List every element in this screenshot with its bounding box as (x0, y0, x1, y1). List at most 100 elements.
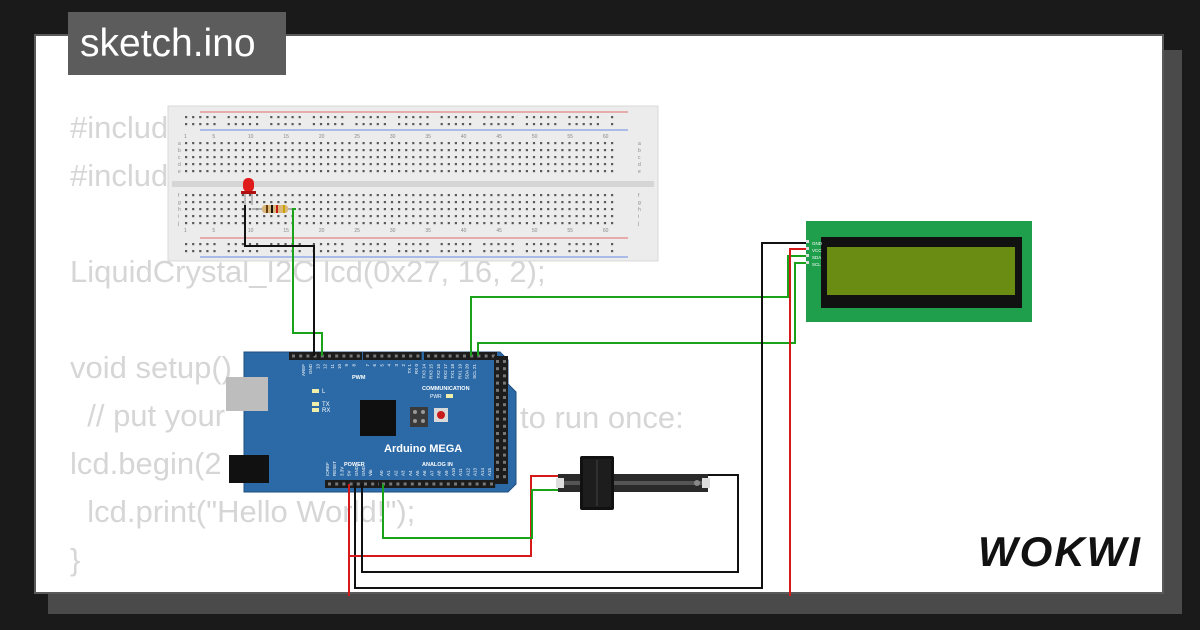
pin-label: 10 (337, 364, 342, 370)
wokwi-logo: WOKWI (978, 528, 1142, 575)
breadboard-column-number: 20 (319, 228, 325, 234)
breadboard-row-letter: f (638, 193, 640, 199)
lcd-pin-label: SDA (812, 255, 821, 260)
arduino-mega[interactable]: L TX RX PWR Arduino MEGA PWM COMMUNICATI… (226, 351, 517, 493)
pin-label: IOREF (325, 462, 330, 476)
pin-label: AREF (301, 364, 306, 376)
pin-label: SDA 20 (465, 364, 470, 380)
breadboard-column-number: 10 (248, 228, 254, 234)
pin-label: 5V (347, 470, 352, 476)
pin-label: 13 (315, 364, 320, 370)
lcd-pin-label: VCC (812, 248, 822, 253)
breadboard-column-number: 45 (496, 134, 502, 140)
pin-label: 5 (379, 364, 384, 367)
lcd-display[interactable]: GND VCC SDA SCL (806, 221, 1032, 322)
breadboard-row-letter: i (178, 214, 179, 220)
wire-green (470, 255, 806, 356)
code-line: #include (70, 110, 186, 145)
lcd-pin-labels: GND VCC SDA SCL (812, 241, 823, 267)
wire-red (789, 248, 806, 596)
code-line: lcd.begin(2 (70, 446, 222, 481)
analog-in-label: ANALOG IN (422, 462, 453, 468)
wire-green (382, 484, 558, 539)
pwr-label: PWR (430, 394, 442, 400)
wire-green (292, 208, 323, 356)
lcd-pin-label: GND (812, 241, 823, 246)
breadboard-row-letter: a (638, 141, 641, 147)
code-fragment: to run once: (520, 400, 684, 435)
pin-label: A0 (379, 470, 384, 476)
breadboard-column-number: 55 (567, 134, 573, 140)
pin-label: A1 (386, 470, 391, 476)
breadboard-column-number: 20 (319, 134, 325, 140)
pin-label: SCL 21 (472, 364, 477, 379)
pin-label: 3 (394, 364, 399, 367)
communication-label: COMMUNICATION (422, 386, 470, 392)
breadboard-row-letter: f (178, 193, 180, 199)
power-label: POWER (344, 462, 365, 468)
pin-label: TX3 14 (421, 364, 426, 379)
pin-label: GND (361, 465, 366, 476)
pin-label: GND (308, 363, 313, 374)
code-line: } (70, 542, 81, 577)
pin-label: A15 (487, 467, 492, 476)
breadboard-row-letter: g (638, 200, 641, 206)
code-line: void setup() (70, 350, 232, 385)
breadboard-row-letter: j (637, 221, 639, 227)
breadboard: 1155101015152020252530303535404045455050… (167, 105, 659, 262)
pin-label: TX1 18 (450, 364, 455, 379)
breadboard-row-letter: e (178, 169, 181, 175)
breadboard-row-letter: h (178, 207, 181, 213)
pin-label: 4 (387, 364, 392, 367)
breadboard-row-letter: d (638, 162, 641, 168)
breadboard-column-number: 60 (603, 228, 609, 234)
pin-label: Vin (368, 469, 373, 476)
breadboard-column-number: 25 (354, 228, 360, 234)
pwm-label: PWM (352, 375, 366, 381)
breadboard-column-number: 15 (283, 134, 289, 140)
resistor[interactable] (252, 205, 296, 213)
pin-label: RX 0 (414, 364, 419, 375)
wire-black (354, 242, 806, 589)
breadboard-column-number: 45 (496, 228, 502, 234)
pin-label: A9 (444, 470, 449, 476)
pin-label: A2 (393, 470, 398, 476)
pin-label: GND (354, 465, 359, 476)
file-tab[interactable]: sketch.ino (68, 12, 286, 75)
pin-label: TX 1 (407, 364, 412, 374)
pin-label: RESET (332, 461, 337, 476)
breadboard-column-number: 30 (390, 228, 396, 234)
wokwi-logo-text: WOKWI (978, 528, 1142, 575)
pin-label: 8 (351, 364, 356, 367)
slide-potentiometer[interactable] (556, 456, 710, 510)
pin-label: RX1 19 (457, 364, 462, 380)
breadboard-row-letter: b (638, 148, 641, 154)
breadboard-column-number: 10 (248, 134, 254, 140)
led[interactable] (241, 178, 256, 205)
pin-label: 7 (365, 364, 370, 367)
breadboard-column-number: 1 (184, 228, 187, 234)
lcd-pin-label: SCL (812, 262, 821, 267)
wire-green (477, 262, 806, 356)
breadboard-column-number: 25 (354, 134, 360, 140)
pin-label: A13 (473, 467, 478, 476)
pin-label: TX2 16 (436, 364, 441, 379)
breadboard-column-number: 35 (425, 228, 431, 234)
pin-label: 6 (372, 364, 377, 367)
code-line: // put your (70, 398, 226, 433)
power-jack (229, 455, 269, 483)
pin-label: A3 (401, 470, 406, 476)
pin-label: RX3 15 (429, 364, 434, 380)
pin-label: A7 (429, 470, 434, 476)
breadboard-column-number: 40 (461, 134, 467, 140)
file-tab-label: sketch.ino (80, 22, 256, 65)
wire-red (348, 475, 558, 557)
breadboard-column-number: 50 (532, 228, 538, 234)
breadboard-row-letter: c (178, 155, 181, 161)
breadboard-column-number: 40 (461, 228, 467, 234)
pin-label: 2 (401, 364, 406, 367)
breadboard-column-number: 60 (603, 134, 609, 140)
wire-black (361, 474, 739, 573)
led-l-label: L (322, 389, 326, 395)
